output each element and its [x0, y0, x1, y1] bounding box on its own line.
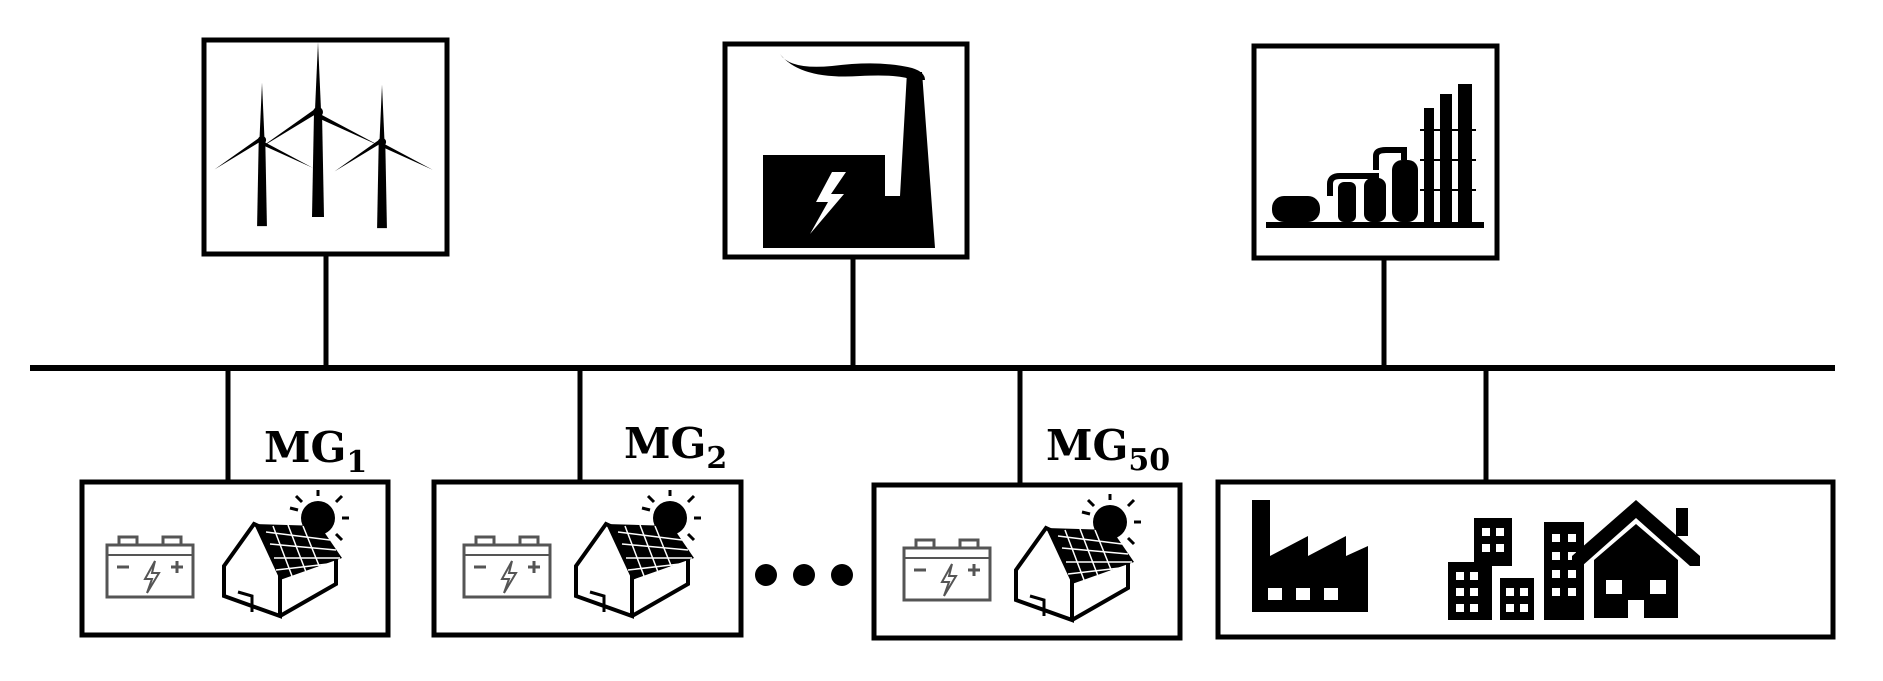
factory-icon [1252, 500, 1368, 612]
microgrid-mg2-box [431, 479, 744, 638]
refinery-icon [1266, 84, 1484, 228]
house-icon [1572, 500, 1700, 618]
power-plant-box [722, 41, 970, 260]
ellipsis-dots [755, 564, 853, 586]
loads-box [1215, 479, 1836, 640]
wind-farm-box [201, 37, 450, 257]
battery-icon [902, 538, 992, 602]
mg50-label: MG50 [1046, 421, 1170, 478]
microgrid-mg50-box [871, 482, 1183, 641]
microgrid-mg1-box [79, 479, 391, 638]
office-buildings-icon [1448, 518, 1584, 620]
battery-icon [105, 535, 195, 599]
refinery-box [1251, 43, 1500, 261]
mg2-label: MG2 [624, 419, 727, 476]
battery-icon [462, 535, 552, 599]
power-plant-icon [763, 54, 935, 248]
mg1-label: MG1 [264, 423, 367, 480]
